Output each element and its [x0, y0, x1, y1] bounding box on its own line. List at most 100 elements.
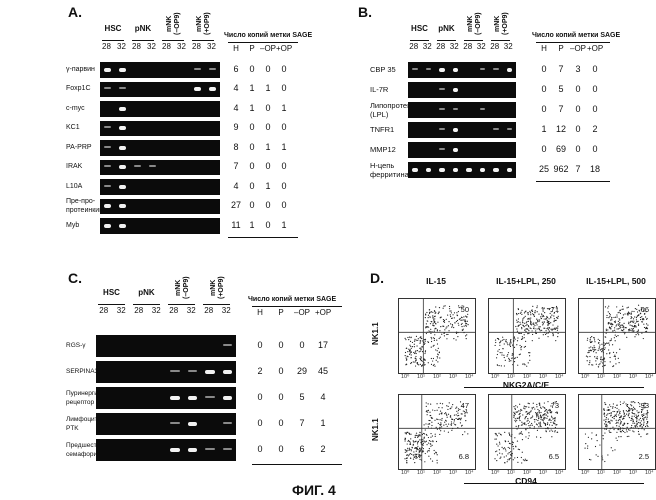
- panel-a-band: [119, 224, 126, 228]
- panel-a-lane-label: 28: [130, 42, 143, 51]
- flow-percent: 71: [551, 305, 559, 314]
- panel-a-gel-strip: [100, 101, 220, 117]
- flow-axis-tick: 10⁰: [401, 470, 409, 476]
- panel-a-col-rule: [228, 42, 298, 43]
- panel-b-band: [453, 68, 459, 72]
- panel-a-band: [149, 165, 156, 167]
- panel-a-gel-strip: [100, 179, 220, 195]
- panel-d-axis-arrow: [464, 483, 644, 484]
- flow-axis-tick: 10⁴: [645, 374, 653, 380]
- flow-axis-tick: 10⁰: [491, 374, 499, 380]
- panel-b-band: [493, 128, 499, 130]
- panel-b-lane-label: 32: [476, 42, 488, 51]
- panel-c-gel-strip: [96, 413, 236, 435]
- panel-c-band: [205, 370, 215, 374]
- panel-b-count-cell: 0: [536, 84, 552, 94]
- panel-a-band: [104, 146, 111, 148]
- panel-b-lane-label: 32: [503, 42, 515, 51]
- panel-c-count-cell: 0: [252, 444, 268, 454]
- panel-a-bottom-rule: [228, 237, 298, 238]
- panel-c-band: [170, 396, 180, 400]
- flow-percent: 50: [461, 305, 469, 314]
- panel-c-count-cell: 5: [294, 392, 310, 402]
- panel-a-gel-strip: [100, 62, 220, 78]
- flow-percent-upper: 73: [551, 401, 559, 410]
- panel-b-gel-strip: [408, 122, 516, 138]
- panel-a-count-cell: 1: [260, 142, 276, 152]
- panel-a-gene-label: Пре-про- протеинкиназа 3: [66, 197, 96, 215]
- panel-b-sage-title: Число копий метки SAGE: [532, 32, 620, 39]
- panel-b-gene-label: Липопротеинлипаза (LPL): [370, 101, 404, 119]
- panel-a-count-cell: 8: [228, 142, 244, 152]
- panel-c-col-header: –OP: [294, 308, 310, 317]
- panel-b-count-cell: 0: [536, 64, 552, 74]
- panel-c-lane-label: 28: [166, 306, 182, 315]
- panel-c-col-header: P: [273, 308, 289, 317]
- flow-percent-lower: 6.5: [549, 452, 559, 461]
- panel-c-band: [223, 370, 233, 374]
- panel-c-count-cell: 0: [252, 340, 268, 350]
- panel-b-count-cell: 0: [570, 144, 586, 154]
- panel-c-group-header: mNK (+OP9): [210, 272, 228, 304]
- panel-b-gene-label: IL-7R: [370, 85, 404, 94]
- panel-c-gel-strip: [96, 387, 236, 409]
- panel-b-band: [466, 168, 472, 172]
- panel-a-group-header: mNK (+OP9): [196, 8, 214, 40]
- panel-c-lane-label: 32: [219, 306, 235, 315]
- panel-b-col-header: P: [553, 44, 569, 53]
- panel-a-col-header: P: [244, 44, 260, 53]
- panel-b-band: [439, 148, 445, 150]
- panel-c-band: [188, 422, 198, 426]
- flow-percent-lower: 6.8: [459, 452, 469, 461]
- panel-b-lane-label: 28: [462, 42, 474, 51]
- flow-percent-upper: 93: [641, 401, 649, 410]
- panel-c-count-cell: 29: [294, 366, 310, 376]
- panel-b-gene-label: MMP12: [370, 145, 404, 154]
- panel-a-gene-label: γ-парвин: [66, 65, 96, 74]
- panel-c-count-cell: 0: [273, 392, 289, 402]
- panel-d-xlabel: NKG2A/C/E: [488, 380, 564, 390]
- panel-a-count-cell: 0: [260, 122, 276, 132]
- panel-c-lane-label: 32: [114, 306, 130, 315]
- flow-axis-tick: 10⁰: [581, 374, 589, 380]
- panel-c-count-cell: 0: [252, 392, 268, 402]
- panel-b-group-underline: [464, 40, 483, 41]
- panel-a-count-cell: 0: [276, 181, 292, 191]
- panel-b-band: [480, 108, 486, 110]
- flow-axis-tick: 10¹: [417, 374, 425, 380]
- flow-plot: 7110⁰10¹10²10³10⁴: [488, 298, 566, 374]
- panel-b-count-cell: 0: [570, 124, 586, 134]
- panel-c-sage-title: Число копий метки SAGE: [248, 296, 336, 303]
- panel-a-gel-strip: [100, 82, 220, 98]
- panel-a-count-cell: 0: [244, 142, 260, 152]
- panel-c-lane-label: 32: [149, 306, 165, 315]
- panel-c-group-underline: [168, 304, 195, 305]
- panel-b-count-cell: 2: [587, 124, 603, 134]
- flow-axis-tick: 10⁴: [645, 470, 653, 476]
- panel-c-band: [170, 448, 180, 452]
- panel-b-lane-label: 32: [449, 42, 461, 51]
- flow-axis-tick: 10¹: [507, 374, 515, 380]
- panel-c-count-cell: 0: [273, 444, 289, 454]
- panel-a-band: [119, 204, 126, 208]
- panel-a-lane-label: 28: [160, 42, 173, 51]
- panel-b-col-header: H: [536, 44, 552, 53]
- panel-d-ylabel: NK1.1: [372, 408, 380, 452]
- panel-a-gel-strip: [100, 140, 220, 156]
- panel-c-group-header: HSC: [96, 288, 127, 297]
- panel-b-count-cell: 962: [553, 164, 569, 174]
- flow-plot: 6610⁰10¹10²10³10⁴: [578, 298, 656, 374]
- panel-b-gel-strip: [408, 162, 516, 178]
- panel-c-band: [223, 344, 233, 346]
- panel-a-band: [104, 126, 111, 128]
- panel-b-group-header: mNK (–OP9): [467, 8, 485, 40]
- panel-c-gene-label: SERPINA3G: [66, 367, 92, 376]
- panel-b-count-cell: 7: [553, 104, 569, 114]
- panel-a-lane-label: 28: [190, 42, 203, 51]
- panel-a-lane-label: 32: [175, 42, 188, 51]
- panel-b-band: [480, 68, 486, 70]
- flow-axis-tick: 10⁴: [465, 470, 473, 476]
- panel-b-count-cell: 0: [587, 84, 603, 94]
- panel-a-gene-label: Foxp1C: [66, 84, 96, 93]
- panel-a-band: [119, 107, 126, 111]
